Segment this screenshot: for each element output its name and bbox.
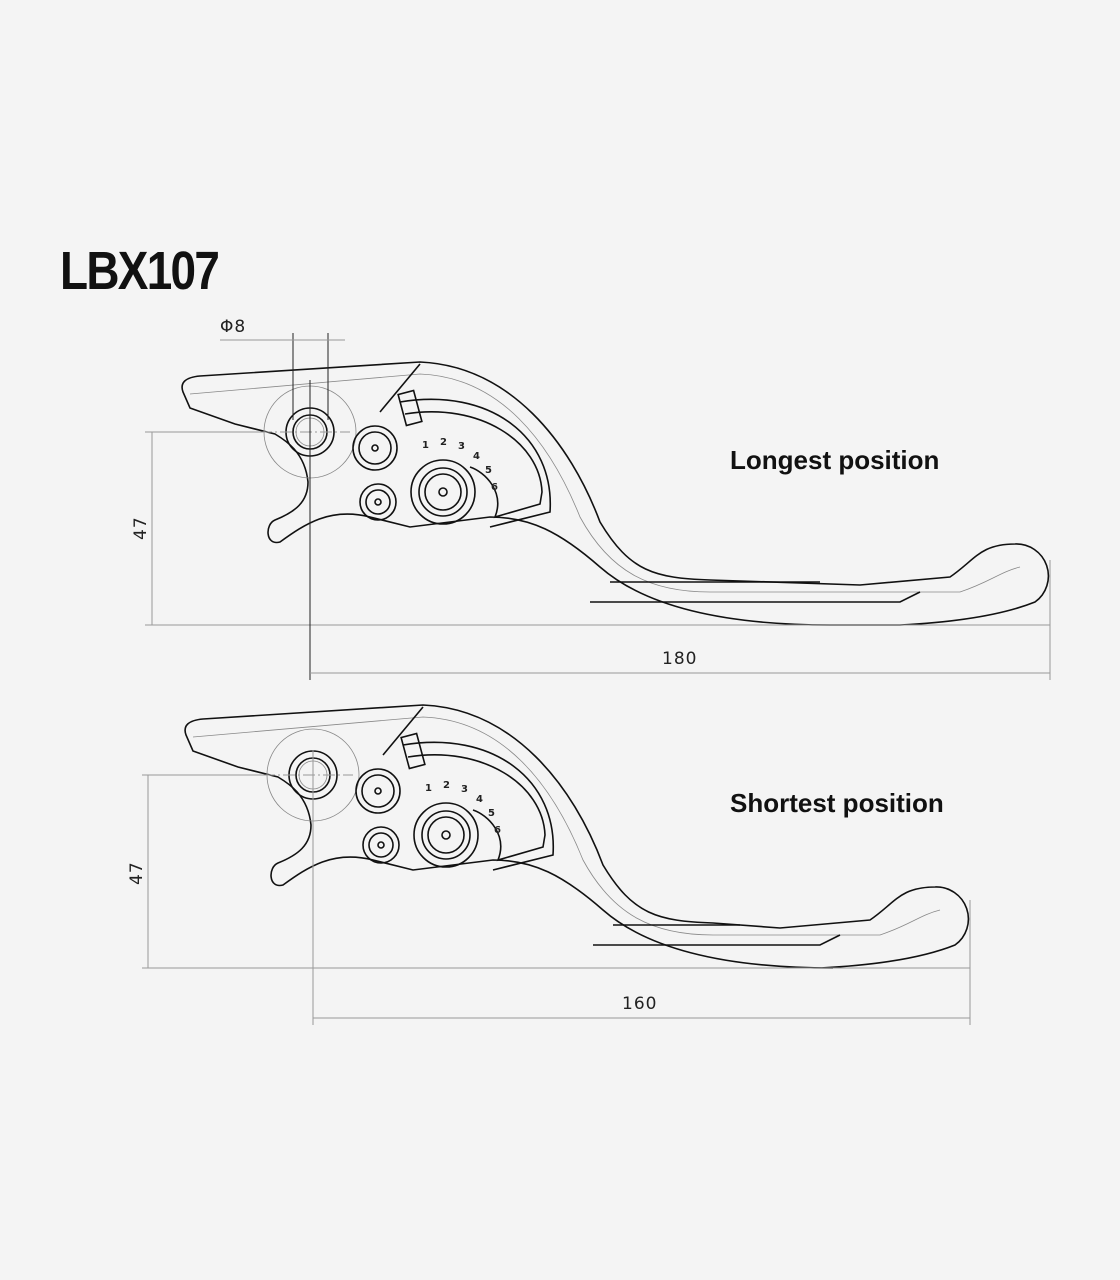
dial-slot	[407, 754, 546, 862]
length-label-bottom: 160	[622, 994, 657, 1014]
screw-outer	[355, 768, 401, 814]
dial-knob-inner	[427, 816, 465, 854]
length-label-top: 180	[662, 649, 697, 669]
dial-knob-hex	[441, 830, 451, 840]
lever-split-line	[379, 363, 421, 413]
dial-knob-hex	[438, 487, 448, 497]
model-title: LBX107	[60, 241, 220, 301]
dial-housing	[402, 741, 554, 871]
dial-number: 1	[425, 783, 432, 794]
lever-outline	[184, 704, 970, 969]
dial-number: 3	[458, 441, 465, 452]
lever-outline	[181, 361, 1050, 626]
adjuster-clip	[397, 389, 423, 427]
screw-head	[358, 431, 392, 465]
dial-number: 2	[443, 780, 450, 791]
length-dimension-top	[309, 380, 1051, 680]
lever-inner-edge	[189, 373, 1021, 593]
dial-number: 6	[494, 825, 501, 836]
screw-hex	[374, 498, 382, 506]
screw-hex	[371, 444, 379, 452]
lever-bevel-line	[590, 581, 921, 603]
screw-outer	[362, 826, 400, 864]
height-label-bottom: 47	[127, 861, 147, 885]
dial-knob-outer	[413, 802, 479, 868]
dial-knob-inner	[424, 473, 462, 511]
longest-position-label: Longest position	[730, 445, 940, 475]
dial-housing	[399, 398, 551, 528]
screw-head	[365, 489, 391, 515]
length-dimension-bottom	[312, 750, 971, 1025]
dial-number: 2	[440, 437, 447, 448]
height-dimension-bottom	[142, 774, 970, 969]
diameter-label: Φ8	[220, 317, 246, 337]
screw-hex	[377, 841, 385, 849]
screw-head	[361, 774, 395, 808]
lever-split-line	[382, 706, 424, 756]
screw-outer	[352, 425, 398, 471]
lever-inner-edge	[192, 716, 941, 936]
dial-number: 1	[422, 440, 429, 451]
dial-number: 5	[488, 808, 495, 819]
dial-knob	[421, 810, 471, 860]
dial-number: 3	[461, 784, 468, 795]
dial-number: 5	[485, 465, 492, 476]
shortest-position-label: Shortest position	[730, 788, 944, 818]
diameter-dimension	[220, 333, 345, 420]
dial-number: 6	[491, 482, 498, 493]
screw-hex	[374, 787, 382, 795]
dial-number: 4	[473, 451, 480, 462]
screw-outer	[359, 483, 397, 521]
dial-knob	[418, 467, 468, 517]
dial-number: 4	[476, 794, 483, 805]
dial-knob-outer	[410, 459, 476, 525]
height-dimension-top	[145, 431, 1050, 626]
lever-bevel-line	[593, 924, 841, 946]
dial-slot	[404, 411, 543, 519]
adjuster-clip	[400, 732, 426, 770]
height-label-top: 47	[131, 516, 151, 540]
screw-head	[368, 832, 394, 858]
